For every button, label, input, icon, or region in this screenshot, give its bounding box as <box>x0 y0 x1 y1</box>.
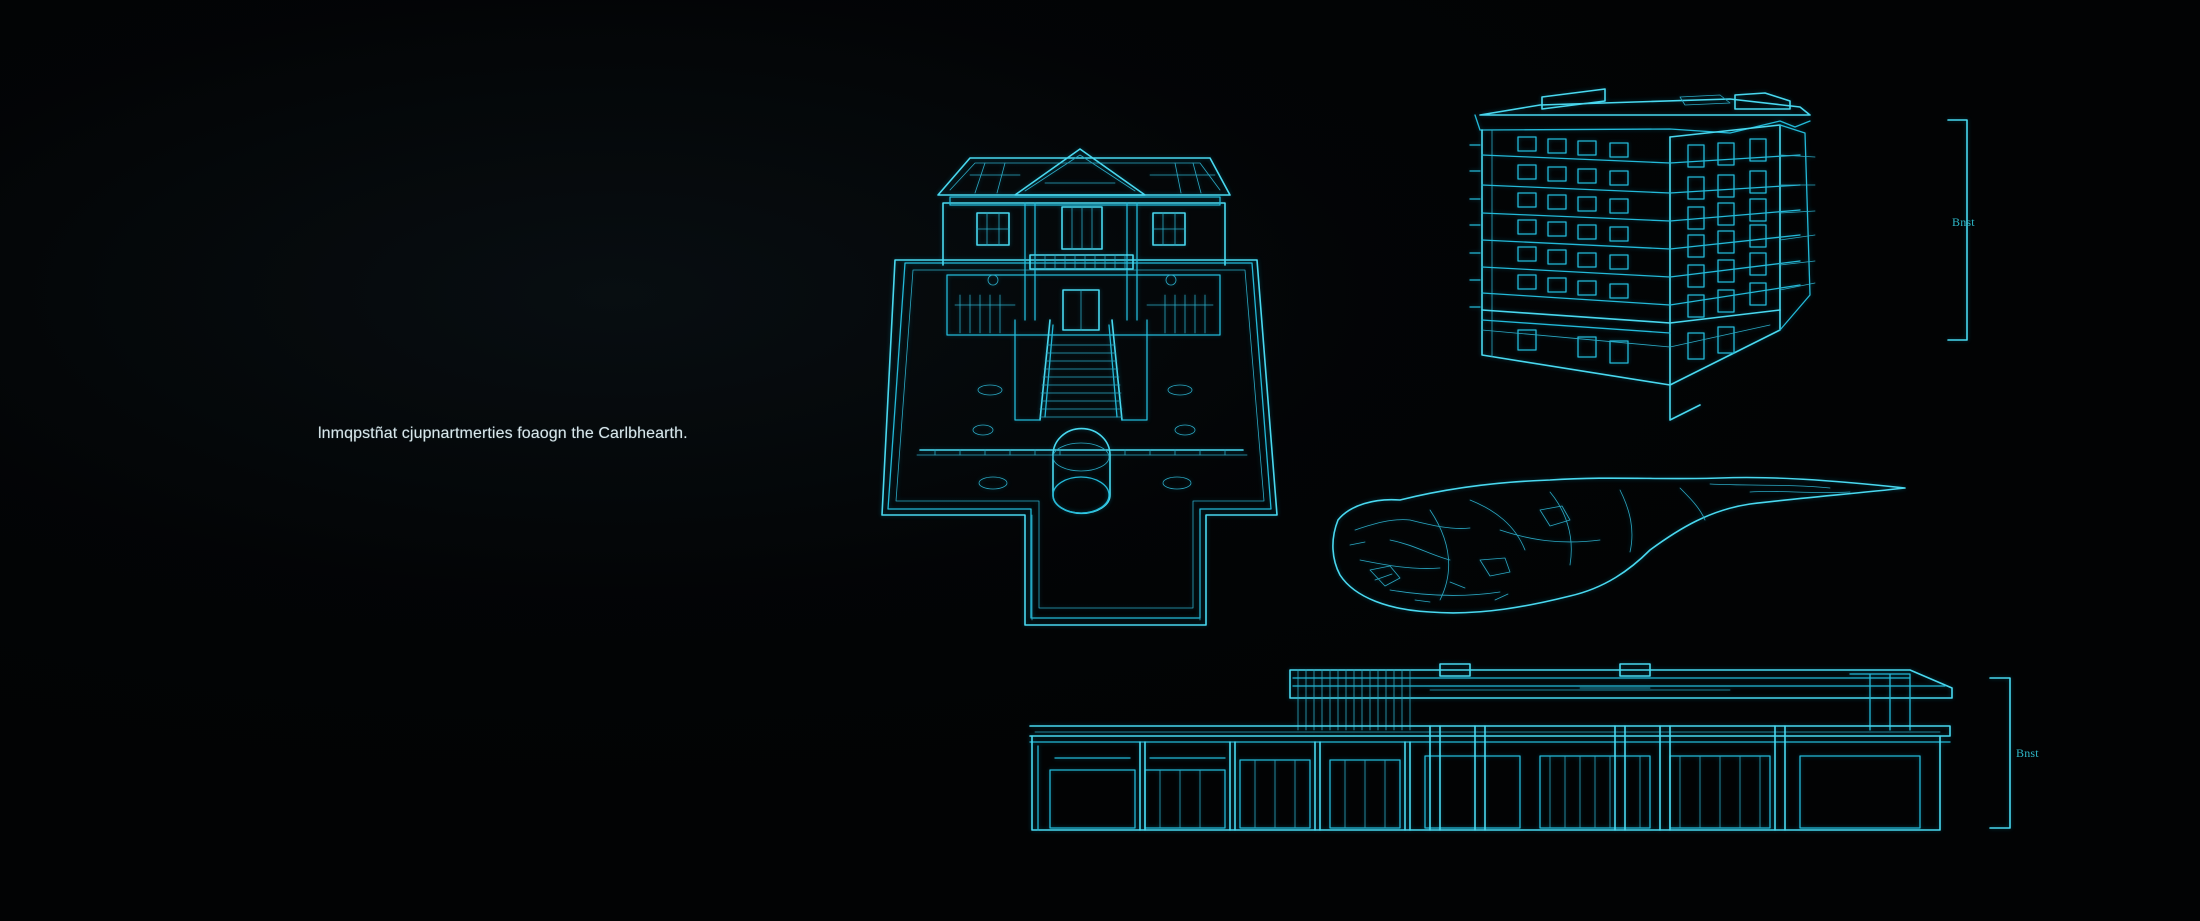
villa-blueprint-icon <box>881 148 1278 626</box>
scale-label-top: Bnst <box>1952 215 1975 229</box>
caption-text: lnmqpstñat cjupnartmerties foaogn the Ca… <box>318 425 688 442</box>
island-terrain-map-icon <box>1332 476 1906 614</box>
apartment-tower-blueprint-icon <box>1469 88 1968 421</box>
commercial-complex-blueprint-icon <box>1029 663 2011 831</box>
scale-label-bottom: Bnst <box>2016 746 2039 760</box>
